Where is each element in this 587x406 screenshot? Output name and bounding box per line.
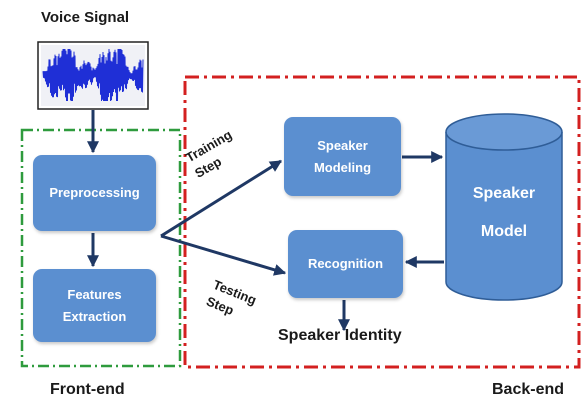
front-end-frame bbox=[20, 128, 182, 368]
arrow-to-recognition bbox=[160, 234, 287, 276]
voice-signal-label: Voice Signal bbox=[41, 9, 130, 26]
speaker-model-label: Speaker Model bbox=[472, 185, 536, 241]
speaker-identity-label: Speaker Identity bbox=[278, 327, 402, 344]
features-extraction-box: Features Extraction bbox=[33, 269, 156, 342]
preprocessing-box: Preprocessing bbox=[33, 155, 156, 231]
speaker-model-database-icon bbox=[445, 113, 563, 301]
front-end-label: Front-end bbox=[50, 381, 125, 398]
recognition-box: Recognition bbox=[288, 230, 403, 298]
back-end-label: Back-end bbox=[492, 381, 565, 398]
speaker-modeling-box: Speaker Modeling bbox=[284, 117, 401, 196]
voice-waveform-image bbox=[37, 41, 149, 110]
arrow-to-speaker-modeling bbox=[160, 159, 283, 238]
